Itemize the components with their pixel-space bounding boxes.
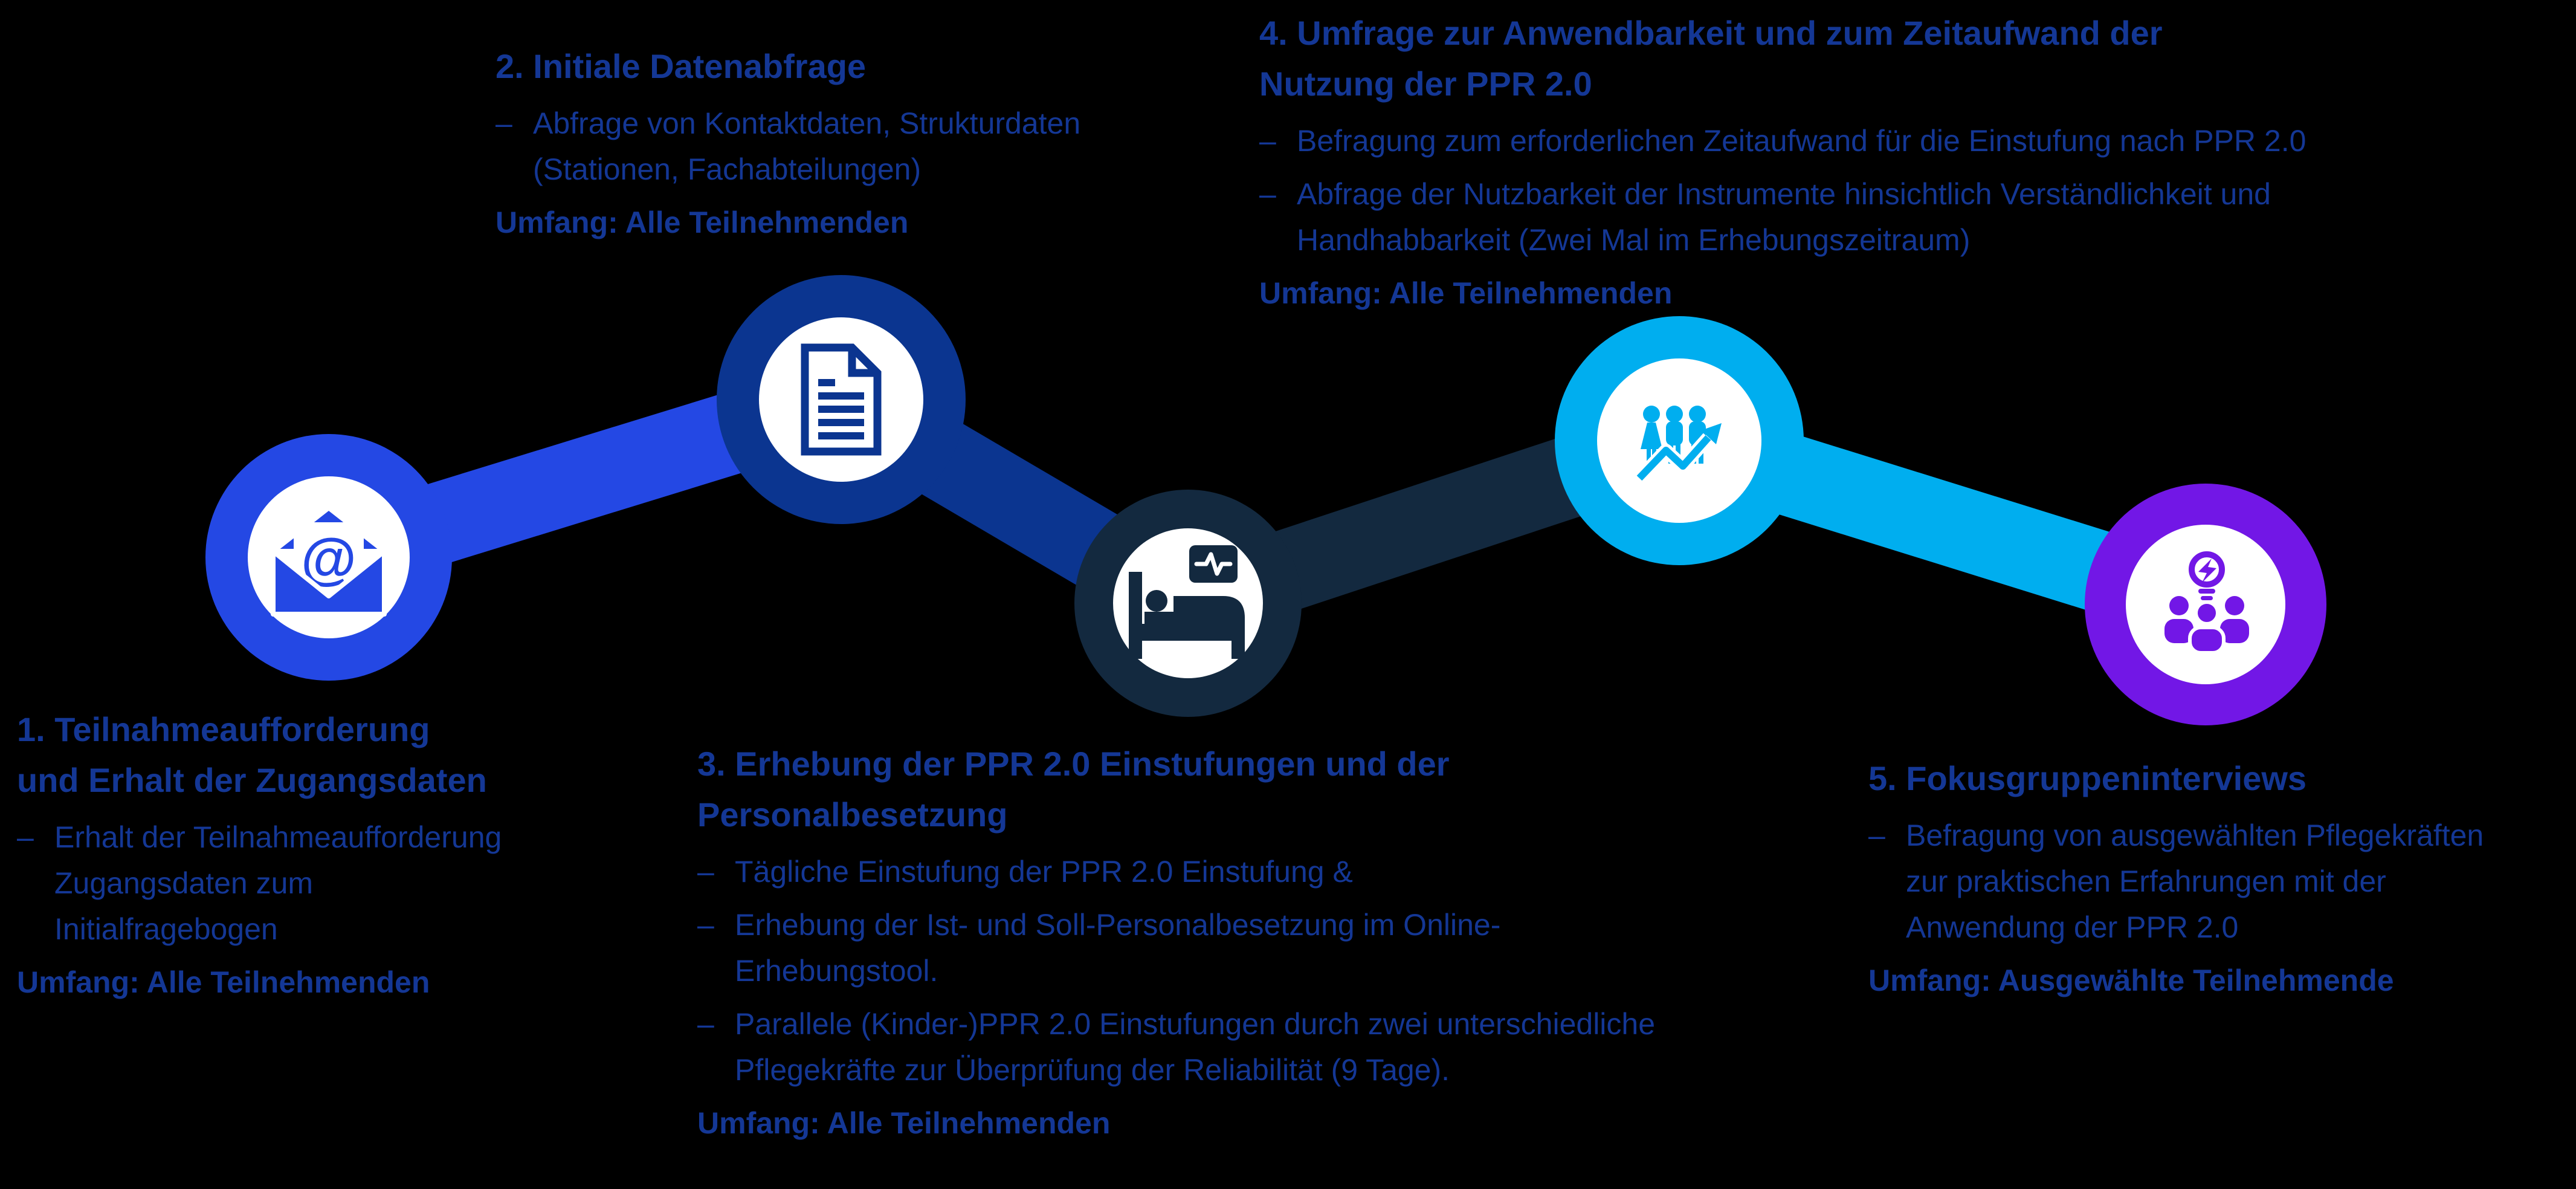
growth-line <box>1636 435 1711 481</box>
step-2-node <box>717 275 966 524</box>
bullet-text: Erhalt der Teilnahmeaufforderung Zugangs… <box>54 820 502 946</box>
hospital-bed-icon <box>1129 545 1245 659</box>
focus-group-idea-icon <box>2164 551 2249 655</box>
step-2-text: 2. Initiale Datenabfrage – Abfrage von K… <box>496 41 1341 245</box>
bullet-item: – Befragung zum erforderlichen Zeitaufwa… <box>1259 118 2571 164</box>
bullet-text: Erhebung der Ist- und Soll-Personalbeset… <box>735 908 1501 988</box>
step-1-text: 1. Teilnahmeaufforderung und Erhalt der … <box>17 704 633 1005</box>
bullet-dash: – <box>697 855 714 889</box>
lightning-bolt <box>2198 559 2216 583</box>
step-5-node <box>2085 484 2326 725</box>
bullet-text: Abfrage der Nutzbarkeit der Instrumente … <box>1297 177 2271 257</box>
step-2-title: 2. Initiale Datenabfrage <box>496 47 867 85</box>
step-3-scope: Umfang: Alle Teilnehmenden <box>697 1106 1111 1140</box>
bullet-text: Befragung zum erforderlichen Zeitaufwand… <box>1297 124 2306 158</box>
bullet-dash: – <box>1259 124 1276 158</box>
step-4-node <box>1555 316 1804 565</box>
bullet-item: – Befragung von ausgewählten Pflegekräft… <box>1868 812 2575 950</box>
step-4-text: 4. Umfrage zur Anwendbarkeit und zum Zei… <box>1259 8 2571 316</box>
bullet-text: Parallele (Kinder-)PPR 2.0 Einstufungen … <box>735 1007 1656 1087</box>
team-growth-chart-icon <box>1635 406 1722 483</box>
bullet-dash: – <box>17 820 34 854</box>
document-icon <box>801 343 882 456</box>
step-3-node <box>1074 490 1302 717</box>
bullet-dash: – <box>697 908 714 942</box>
step-5-scope: Umfang: Ausgewählte Teilnehmende <box>1868 964 2394 997</box>
bullet-dash: – <box>697 1007 714 1041</box>
bullet-dash: – <box>496 106 512 140</box>
bullet-item: – Tägliche Einstufung der PPR 2.0 Einstu… <box>697 849 1882 895</box>
step-4-title: 4. Umfrage zur Anwendbarkeit und zum Zei… <box>1259 14 2163 103</box>
heartbeat-pulse-line <box>1194 552 1233 576</box>
step-3-text: 3. Erhebung der PPR 2.0 Einstufungen und… <box>697 739 1882 1146</box>
bullet-item: – Abfrage von Kontaktdaten, Strukturdate… <box>496 100 1341 192</box>
step-5-title: 5. Fokusgruppeninterviews <box>1868 759 2307 797</box>
step-1-node: @ <box>205 434 452 681</box>
bullet-item: – Erhebung der Ist- und Soll-Personalbes… <box>697 902 1882 994</box>
bullet-item: – Parallele (Kinder-)PPR 2.0 Einstufunge… <box>697 1001 1882 1093</box>
arrowhead <box>1701 423 1722 444</box>
bullet-text: Abfrage von Kontaktdaten, Strukturdaten … <box>533 106 1081 186</box>
step-3-title: 3. Erhebung der PPR 2.0 Einstufungen und… <box>697 745 1450 834</box>
step-5-text: 5. Fokusgruppeninterviews – Befragung vo… <box>1868 753 2575 1003</box>
step-2-scope: Umfang: Alle Teilnehmenden <box>496 206 909 239</box>
bullet-text: Tägliche Einstufung der PPR 2.0 Einstufu… <box>735 855 1353 889</box>
step-1-title: 1. Teilnahmeaufforderung und Erhalt der … <box>17 710 487 799</box>
email-at-icon: @ <box>271 505 387 617</box>
bullet-text: Befragung von ausgewählten Pflegekräften… <box>1906 818 2484 944</box>
step-4-scope: Umfang: Alle Teilnehmenden <box>1259 276 1673 310</box>
bullet-dash: – <box>1259 177 1276 211</box>
bullet-dash: – <box>1868 818 1885 852</box>
bullet-item: – Abfrage der Nutzbarkeit der Instrument… <box>1259 171 2571 263</box>
step-1-scope: Umfang: Alle Teilnehmenden <box>17 965 430 999</box>
bullet-item: – Erhalt der Teilnahmeaufforderung Zugan… <box>17 814 633 952</box>
